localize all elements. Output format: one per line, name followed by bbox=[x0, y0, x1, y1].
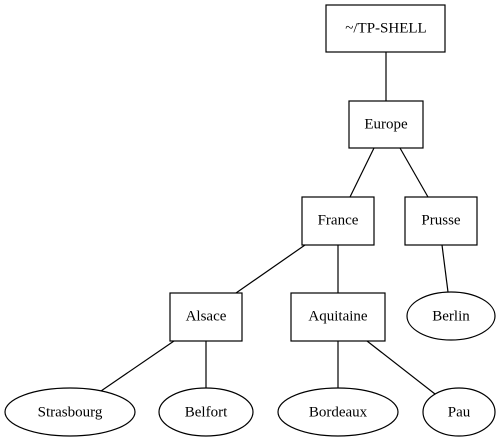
node-france: France bbox=[301, 196, 375, 246]
node-pau-label: Pau bbox=[448, 404, 471, 420]
node-aquitaine-box bbox=[290, 292, 386, 342]
node-aquitaine: Aquitaine bbox=[290, 292, 386, 342]
node-alsace-box bbox=[169, 292, 243, 342]
node-france-label: France bbox=[318, 212, 359, 228]
node-pau: Pau bbox=[422, 387, 496, 437]
edge-france-alsace bbox=[235, 244, 306, 294]
node-strasbourg-label: Strasbourg bbox=[38, 404, 103, 420]
node-root-label: ~/TP-SHELL bbox=[345, 20, 426, 36]
edge-alsace-strasbourg bbox=[100, 340, 175, 392]
node-europe: Europe bbox=[348, 100, 424, 149]
node-berlin-ellipse bbox=[406, 291, 496, 341]
edge-prusse-berlin bbox=[441, 244, 449, 293]
edge-europe-france bbox=[349, 147, 375, 198]
edge-europe-prusse bbox=[399, 147, 429, 198]
node-strasbourg: Strasbourg bbox=[4, 387, 136, 437]
node-berlin: Berlin bbox=[406, 291, 496, 341]
tree-nodes: ~/TP-SHELL Europe France Prusse Alsace A… bbox=[4, 4, 496, 437]
node-alsace: Alsace bbox=[169, 292, 243, 342]
tree-edges bbox=[100, 52, 449, 395]
node-prusse-box bbox=[404, 196, 478, 246]
node-aquitaine-label: Aquitaine bbox=[308, 308, 367, 324]
node-prusse: Prusse bbox=[404, 196, 478, 246]
node-europe-label: Europe bbox=[364, 116, 408, 132]
node-belfort: Belfort bbox=[158, 387, 254, 437]
node-root-box bbox=[325, 4, 446, 53]
node-root: ~/TP-SHELL bbox=[325, 4, 446, 53]
node-belfort-label: Belfort bbox=[185, 404, 228, 420]
node-belfort-ellipse bbox=[158, 387, 254, 437]
node-prusse-label: Prusse bbox=[421, 212, 461, 228]
node-bordeaux: Bordeaux bbox=[277, 387, 399, 437]
node-france-box bbox=[301, 196, 375, 246]
node-bordeaux-ellipse bbox=[277, 387, 399, 437]
node-europe-box bbox=[348, 100, 424, 149]
edge-aquitaine-pau bbox=[366, 340, 436, 395]
node-pau-ellipse bbox=[422, 387, 496, 437]
node-bordeaux-label: Bordeaux bbox=[309, 404, 368, 420]
node-berlin-label: Berlin bbox=[432, 308, 470, 324]
node-strasbourg-ellipse bbox=[4, 387, 136, 437]
node-alsace-label: Alsace bbox=[186, 308, 227, 324]
